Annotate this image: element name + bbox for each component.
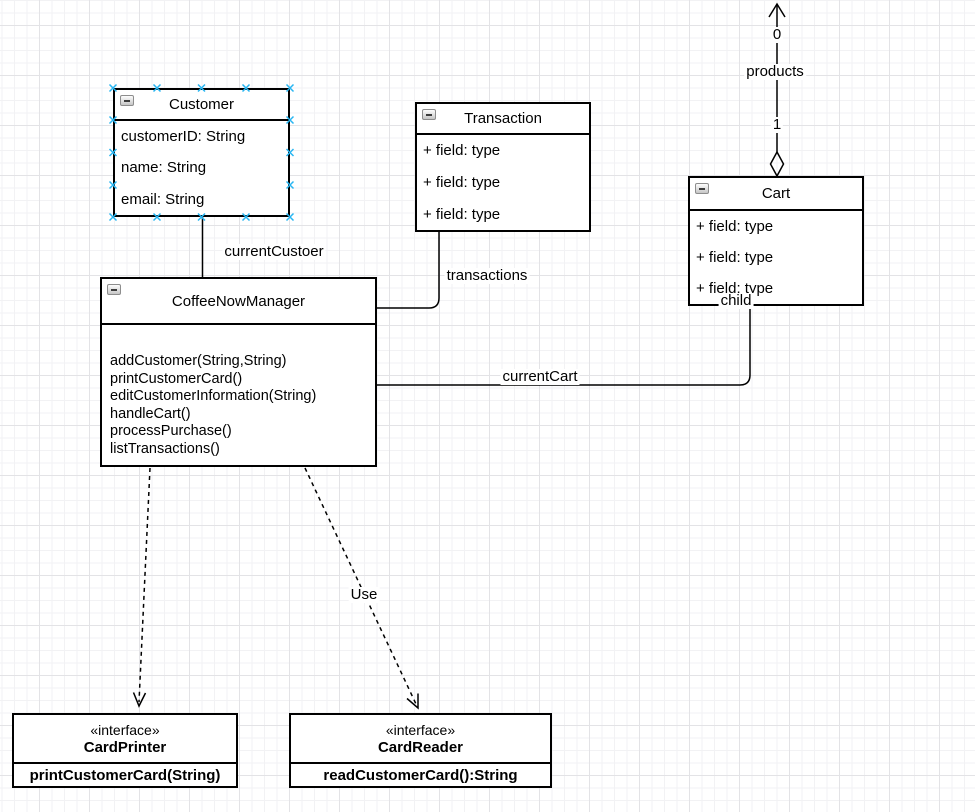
edge-manager-cardprinter-dependency[interactable] (132, 467, 151, 708)
open-arrow-icon (768, 2, 786, 18)
method-row[interactable]: editCustomerInformation(String) (110, 388, 317, 404)
field-row[interactable]: + field: type (696, 218, 774, 235)
class-customer-title: Customer (168, 96, 235, 113)
edge-label-transactions[interactable]: transactions (444, 267, 530, 284)
collapse-minus-icon[interactable] (107, 284, 121, 295)
method-row[interactable]: addCustomer(String,String) (110, 353, 287, 369)
field-row[interactable]: + field: type (423, 174, 501, 191)
method-row[interactable]: readCustomerCard():String (291, 762, 550, 786)
class-transaction-header: Transaction (417, 104, 589, 135)
edge-label-multiplicity-one[interactable]: 1 (770, 116, 784, 133)
method-row[interactable]: processPurchase() (110, 423, 232, 439)
method-row[interactable]: handleCart() (110, 405, 191, 422)
interface-cardprinter[interactable]: «interface» CardPrinter printCustomerCar… (12, 713, 238, 788)
collapse-minus-icon[interactable] (422, 109, 436, 120)
stereotype-label: «interface» (90, 722, 160, 738)
field-row[interactable]: + field: type (696, 280, 774, 297)
edge-label-child[interactable]: child (718, 292, 754, 309)
open-arrow-icon (406, 693, 419, 710)
class-customer-header: Customer (115, 90, 288, 121)
class-transaction[interactable]: Transaction + field: type + field: type … (415, 102, 591, 232)
method-row[interactable]: printCustomerCard() (110, 370, 243, 387)
interface-cardreader-title: CardReader (377, 739, 464, 756)
interface-cardprinter-header: «interface» CardPrinter (14, 715, 236, 762)
edge-label-multiplicity-zero[interactable]: 0 (770, 26, 784, 43)
method-row[interactable]: listTransactions() (110, 440, 220, 457)
collapse-minus-icon[interactable] (695, 183, 709, 194)
field-row[interactable]: customerID: String (121, 128, 246, 146)
customer-connection-handles[interactable] (108, 83, 295, 222)
class-coffeenowmanager-header: CoffeeNowManager (102, 279, 375, 325)
aggregation-diamond-icon (769, 150, 785, 178)
edge-manager-cardreader-dependency[interactable] (304, 467, 419, 710)
class-transaction-title: Transaction (464, 110, 542, 127)
interface-cardreader-header: «interface» CardReader (291, 715, 550, 762)
interface-cardreader[interactable]: «interface» CardReader readCustomerCard(… (289, 713, 552, 788)
class-cart[interactable]: Cart + field: type + field: type + field… (688, 176, 864, 306)
edge-label-currentcart[interactable]: currentCart (500, 368, 580, 385)
field-row[interactable]: email: String (121, 190, 205, 208)
field-row[interactable]: name: String (121, 159, 207, 177)
edge-transaction-manager[interactable] (377, 232, 440, 309)
method-list[interactable]: addCustomer(String,String) printCustomer… (102, 325, 375, 458)
class-coffeenowmanager-title: CoffeeNowManager (171, 292, 306, 310)
field-row[interactable]: + field: type (423, 205, 501, 223)
collapse-minus-icon[interactable] (120, 95, 134, 106)
method-row[interactable]: printCustomerCard(String) (14, 762, 236, 786)
class-cart-header: Cart (690, 178, 862, 211)
class-coffeenowmanager[interactable]: CoffeeNowManager addCustomer(String,Stri… (100, 277, 377, 467)
class-customer[interactable]: Customer customerID: String name: String… (113, 88, 290, 217)
edge-cart-manager[interactable] (377, 305, 751, 386)
stereotype-label: «interface» (385, 722, 456, 738)
field-row[interactable]: + field: type (696, 249, 774, 266)
field-row[interactable]: + field: type (423, 142, 501, 160)
class-cart-title: Cart (761, 185, 791, 202)
edge-label-currentcustomer[interactable]: currentCustoer (222, 243, 326, 260)
open-arrow-icon (132, 692, 147, 708)
edge-label-use[interactable]: Use (348, 586, 380, 603)
interface-cardprinter-title: CardPrinter (83, 739, 167, 756)
edge-label-products[interactable]: products (744, 63, 806, 80)
